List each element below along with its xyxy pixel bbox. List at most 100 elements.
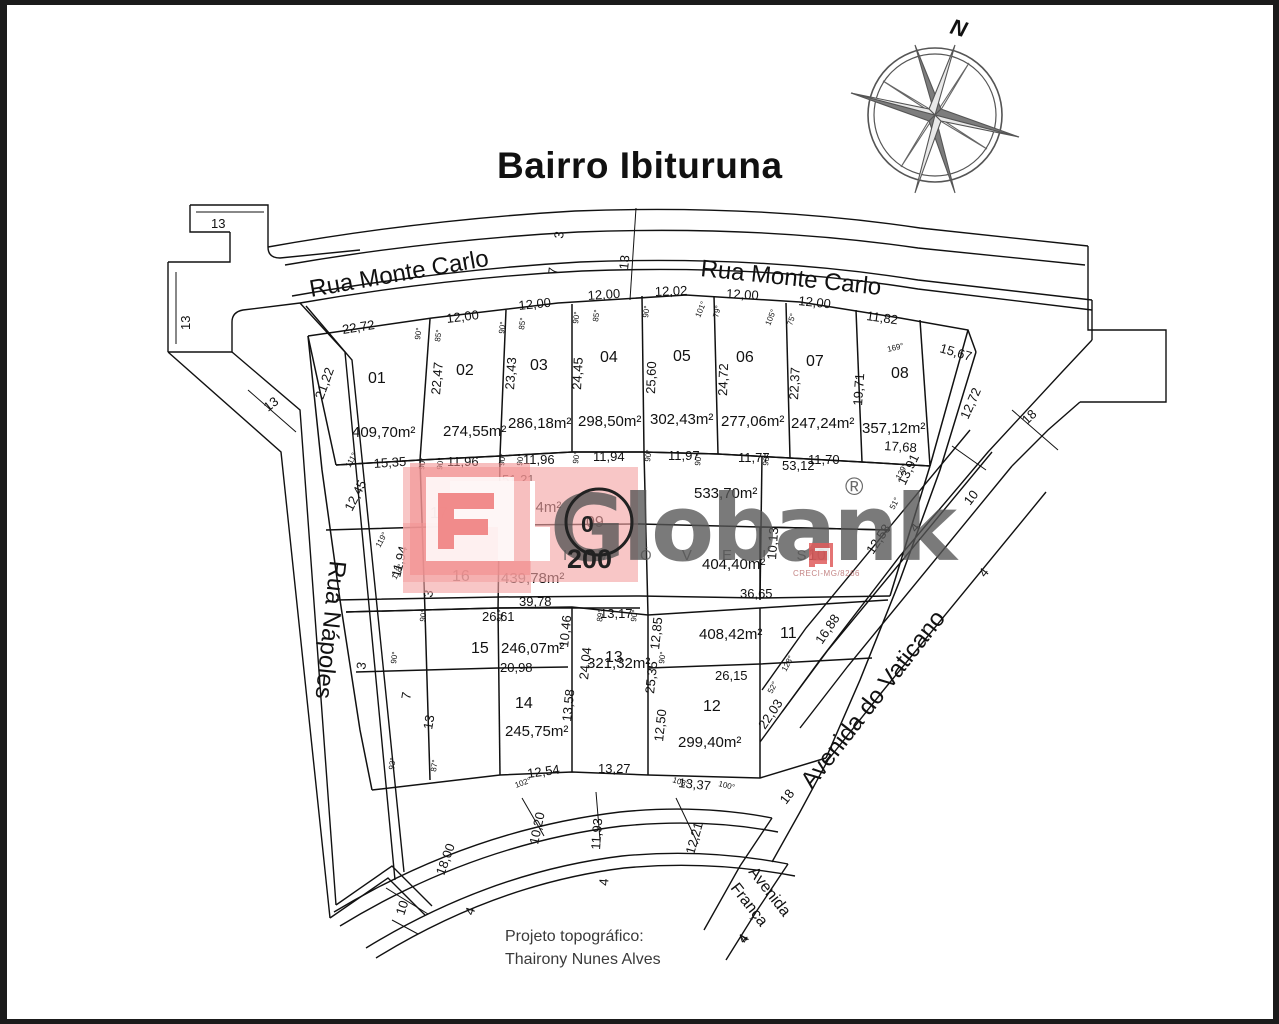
angle-tick: 90° (657, 651, 668, 664)
lot-number-06: 06 (736, 349, 754, 366)
dimension-label: 36,65 (740, 586, 773, 601)
road-width-label: 13 (420, 714, 437, 731)
footer-credit: Projeto topográfico: Thairony Nunes Alve… (505, 925, 661, 971)
lot-area-07: 247,24m² (791, 415, 854, 432)
road-width-label: 3 (353, 661, 369, 671)
lot-area-05: 302,43m² (650, 411, 713, 428)
dimension-label: 22,72 (341, 317, 375, 337)
dimension-label: 11,94 (593, 449, 625, 464)
dimension-label: 24,45 (569, 357, 586, 390)
dimension-label: 13,58 (559, 688, 577, 722)
angle-tick: 90° (497, 321, 508, 334)
lot-area-02: 274,55m² (443, 423, 506, 440)
road-width-label: 10,20 (526, 811, 547, 846)
dimension-label: 12,00 (726, 286, 759, 303)
angle-tick: 119° (374, 531, 389, 549)
lot-area-12: 299,40m² (678, 734, 741, 751)
road-width-label: 4 (596, 878, 611, 886)
dimension-label: 16,88 (812, 611, 843, 646)
lot-number-10: 10 (808, 547, 826, 564)
lot-number-05: 05 (673, 348, 691, 365)
angle-tick: 90° (571, 451, 582, 464)
dimension-label: 22,37 (786, 367, 803, 400)
road-width-label: 18 (777, 786, 798, 807)
lot-number-11: 11 (780, 625, 797, 642)
lot-number-04: 04 (600, 349, 618, 366)
angle-tick: 90° (571, 311, 582, 324)
compass-north-label: N (948, 14, 971, 43)
bottom-letterbox-bar (0, 1019, 1279, 1024)
dimension-label: 12,00 (446, 307, 480, 326)
angle-tick: 101° (694, 300, 709, 319)
dimension-label: 10,13 (764, 527, 781, 561)
scale-value: 200 (567, 544, 612, 574)
angle-tick: 51° (888, 496, 902, 511)
road-width-label: 13 (178, 316, 193, 330)
dimension-label: 15,67 (938, 340, 973, 363)
dimension-label: 12,58 (863, 521, 894, 556)
dimension-label: 12,00 (518, 295, 552, 313)
lot-area-13: 321,32m² (587, 655, 650, 672)
scale-zero: 0 (581, 511, 594, 537)
road-width-label: 11,93 (588, 818, 605, 851)
dimension-label: 26,15 (715, 668, 748, 683)
angle-tick: 85° (517, 317, 528, 330)
road-width-label: 18,00 (433, 841, 458, 877)
angle-tick: 169° (886, 341, 904, 354)
dimension-label: 10,46 (556, 614, 574, 648)
dimension-label: 17,68 (884, 438, 918, 455)
lot-number-02: 02 (456, 362, 474, 379)
footer-line-1: Projeto topográfico: (505, 928, 644, 945)
footer-line-2: Thairony Nunes Alves (505, 951, 661, 969)
angle-tick: 85° (433, 329, 444, 342)
angle-tick: 90° (629, 609, 640, 622)
dimension-label: 25,60 (643, 361, 659, 394)
lot-number-08: 08 (891, 365, 909, 382)
street-label-rua-monte-carlo-left: Rua Monte Carlo (307, 245, 490, 303)
dimension-label: 11,77 (738, 450, 770, 465)
lot-area-03: 286,18m² (508, 415, 571, 432)
angle-tick: 93° (387, 757, 398, 770)
dimension-label: 11,70 (808, 452, 840, 467)
road-width-label: 7 (398, 691, 414, 701)
lot-number-12: 12 (703, 698, 721, 715)
lot-number-03: 03 (530, 357, 548, 374)
angle-tick: 90° (497, 453, 508, 466)
angle-tick: 90° (643, 449, 654, 462)
angle-tick: 79° (711, 305, 723, 319)
dimension-label: 22,47 (428, 362, 446, 396)
compass-rose-icon: N (850, 14, 1020, 194)
dimension-label: 19,71 (850, 373, 867, 407)
angle-tick: 90° (641, 305, 652, 318)
dimension-label: 12,00 (587, 286, 621, 303)
lot-area-06: 277,06m² (721, 413, 784, 430)
lot-number-15: 15 (471, 640, 489, 657)
road-width-label: 7 (545, 267, 561, 276)
lot-number-14: 14 (515, 695, 533, 712)
lot-area-08: 357,12m² (862, 420, 925, 437)
dimension-label: 12,02 (655, 283, 688, 299)
road-width-label: 12,21 (682, 820, 705, 855)
dimension-label: 26,61 (482, 609, 515, 624)
road-width-label: 10 (961, 487, 982, 508)
lot-number-01: 01 (368, 370, 386, 387)
dimension-label: 53,12 (782, 458, 815, 473)
road-width-label: 18 (1019, 406, 1040, 427)
dimension-label: 12,54 (526, 762, 560, 781)
angle-tick: 111° (344, 451, 359, 469)
dimension-label: 23,43 (502, 357, 519, 391)
lot-area-09: 533,70m² (694, 485, 757, 502)
lot-area-01: 409,70m² (352, 424, 415, 441)
top-letterbox-bar (0, 0, 1279, 5)
dimension-label: 39,78 (519, 594, 552, 609)
angle-tick: 85° (591, 309, 602, 322)
dimension-label: 12,00 (798, 293, 832, 311)
angle-tick: 75° (785, 312, 797, 326)
road-width-label: 3 (420, 589, 436, 599)
road-width-label: 4 (462, 905, 479, 917)
lot-number-13: 13 (605, 649, 623, 666)
lot-area-14: 245,75m² (505, 723, 568, 740)
lot-number-07: 07 (806, 353, 824, 370)
dimension-label: 11,96 (523, 452, 555, 467)
